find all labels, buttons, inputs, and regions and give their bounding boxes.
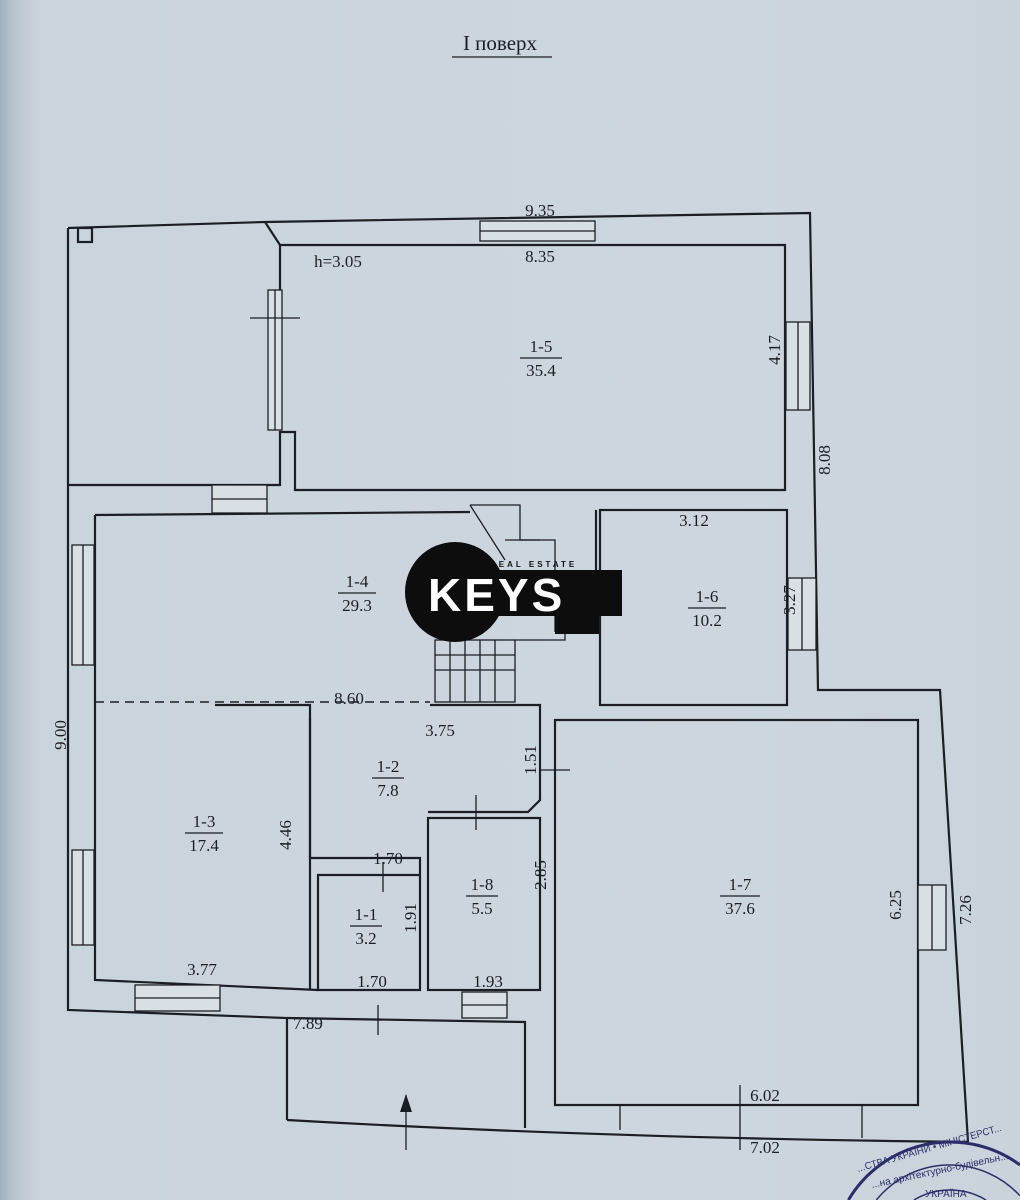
dimension: 8.35 xyxy=(525,247,555,266)
room-labels: 1-5 35.4 1-4 29.3 1-6 10.2 1-3 17.4 1-2 … xyxy=(185,337,760,948)
room-1-3: 1-3 17.4 xyxy=(185,812,223,855)
room-area: 17.4 xyxy=(189,836,219,855)
dimension: 1.70 xyxy=(373,849,403,868)
dimension: 7.89 xyxy=(293,1014,323,1033)
room-id: 1-3 xyxy=(193,812,216,831)
dimension: 6.02 xyxy=(750,1086,780,1105)
dimension: 2.85 xyxy=(531,860,550,890)
dimension: 1.70 xyxy=(357,972,387,991)
room-1-6: 1-6 10.2 xyxy=(688,587,726,630)
room-id: 1-7 xyxy=(729,875,752,894)
room-id: 1-2 xyxy=(377,757,400,776)
room-area: 35.4 xyxy=(526,361,556,380)
room-area: 3.2 xyxy=(355,929,376,948)
dimension: 9.35 xyxy=(525,201,555,220)
room-area: 37.6 xyxy=(725,899,755,918)
dimension: 8.60 xyxy=(334,689,364,708)
dimension: 3.12 xyxy=(679,511,709,530)
ceiling-height: h=3.05 xyxy=(314,252,362,271)
open-boundaries xyxy=(95,489,470,703)
room-id: 1-1 xyxy=(355,905,378,924)
room-1-2: 1-2 7.8 xyxy=(372,757,404,800)
stamp-text: УКРАЇНА xyxy=(925,1188,967,1200)
dimension: 1.93 xyxy=(473,972,503,991)
dimension: 4.46 xyxy=(276,820,295,850)
room-1-8: 1-8 5.5 xyxy=(466,875,498,918)
logo-name: KEYS xyxy=(428,569,565,621)
dimension: 6.25 xyxy=(886,890,905,920)
room-id: 1-4 xyxy=(346,572,369,591)
dimension: 3.75 xyxy=(425,721,455,740)
dimension: 7.02 xyxy=(750,1138,780,1157)
logo-tagline: REAL ESTATE xyxy=(490,560,577,569)
windows xyxy=(71,220,947,1019)
dimension: 1.91 xyxy=(401,903,420,933)
dimension: 9.00 xyxy=(51,720,70,750)
dimension: 1.51 xyxy=(521,745,540,775)
dimension: 3.27 xyxy=(780,585,799,615)
dimension: 7.26 xyxy=(956,895,975,925)
keys-real-estate-logo: REAL ESTATE KEYS xyxy=(405,542,622,642)
dimension: 4.17 xyxy=(765,335,784,365)
dimension: 8.08 xyxy=(815,445,834,475)
plan-title: І поверх xyxy=(463,31,538,55)
entrance-arrow-icon xyxy=(400,1094,412,1112)
outer-walls xyxy=(66,211,970,1144)
room-area: 10.2 xyxy=(692,611,722,630)
room-1-7: 1-7 37.6 xyxy=(720,875,760,918)
official-stamp: ...СТВА УКРАЇНИ • МІНІСТЕРСТ... ...на ар… xyxy=(847,1122,1020,1200)
room-1-4: 1-4 29.3 xyxy=(338,572,376,615)
room-area: 5.5 xyxy=(471,899,492,918)
door-markers xyxy=(250,317,863,1150)
dimension-labels: h=3.05 9.35 8.35 4.17 8.08 3.12 3.27 9.0… xyxy=(51,201,975,1157)
room-id: 1-5 xyxy=(530,337,553,356)
room-id: 1-6 xyxy=(696,587,719,606)
room-id: 1-8 xyxy=(471,875,494,894)
room-area: 7.8 xyxy=(377,781,398,800)
room-area: 29.3 xyxy=(342,596,372,615)
dimension: 3.77 xyxy=(187,960,217,979)
room-1-5: 1-5 35.4 xyxy=(520,337,562,380)
room-1-1: 1-1 3.2 xyxy=(350,905,382,948)
